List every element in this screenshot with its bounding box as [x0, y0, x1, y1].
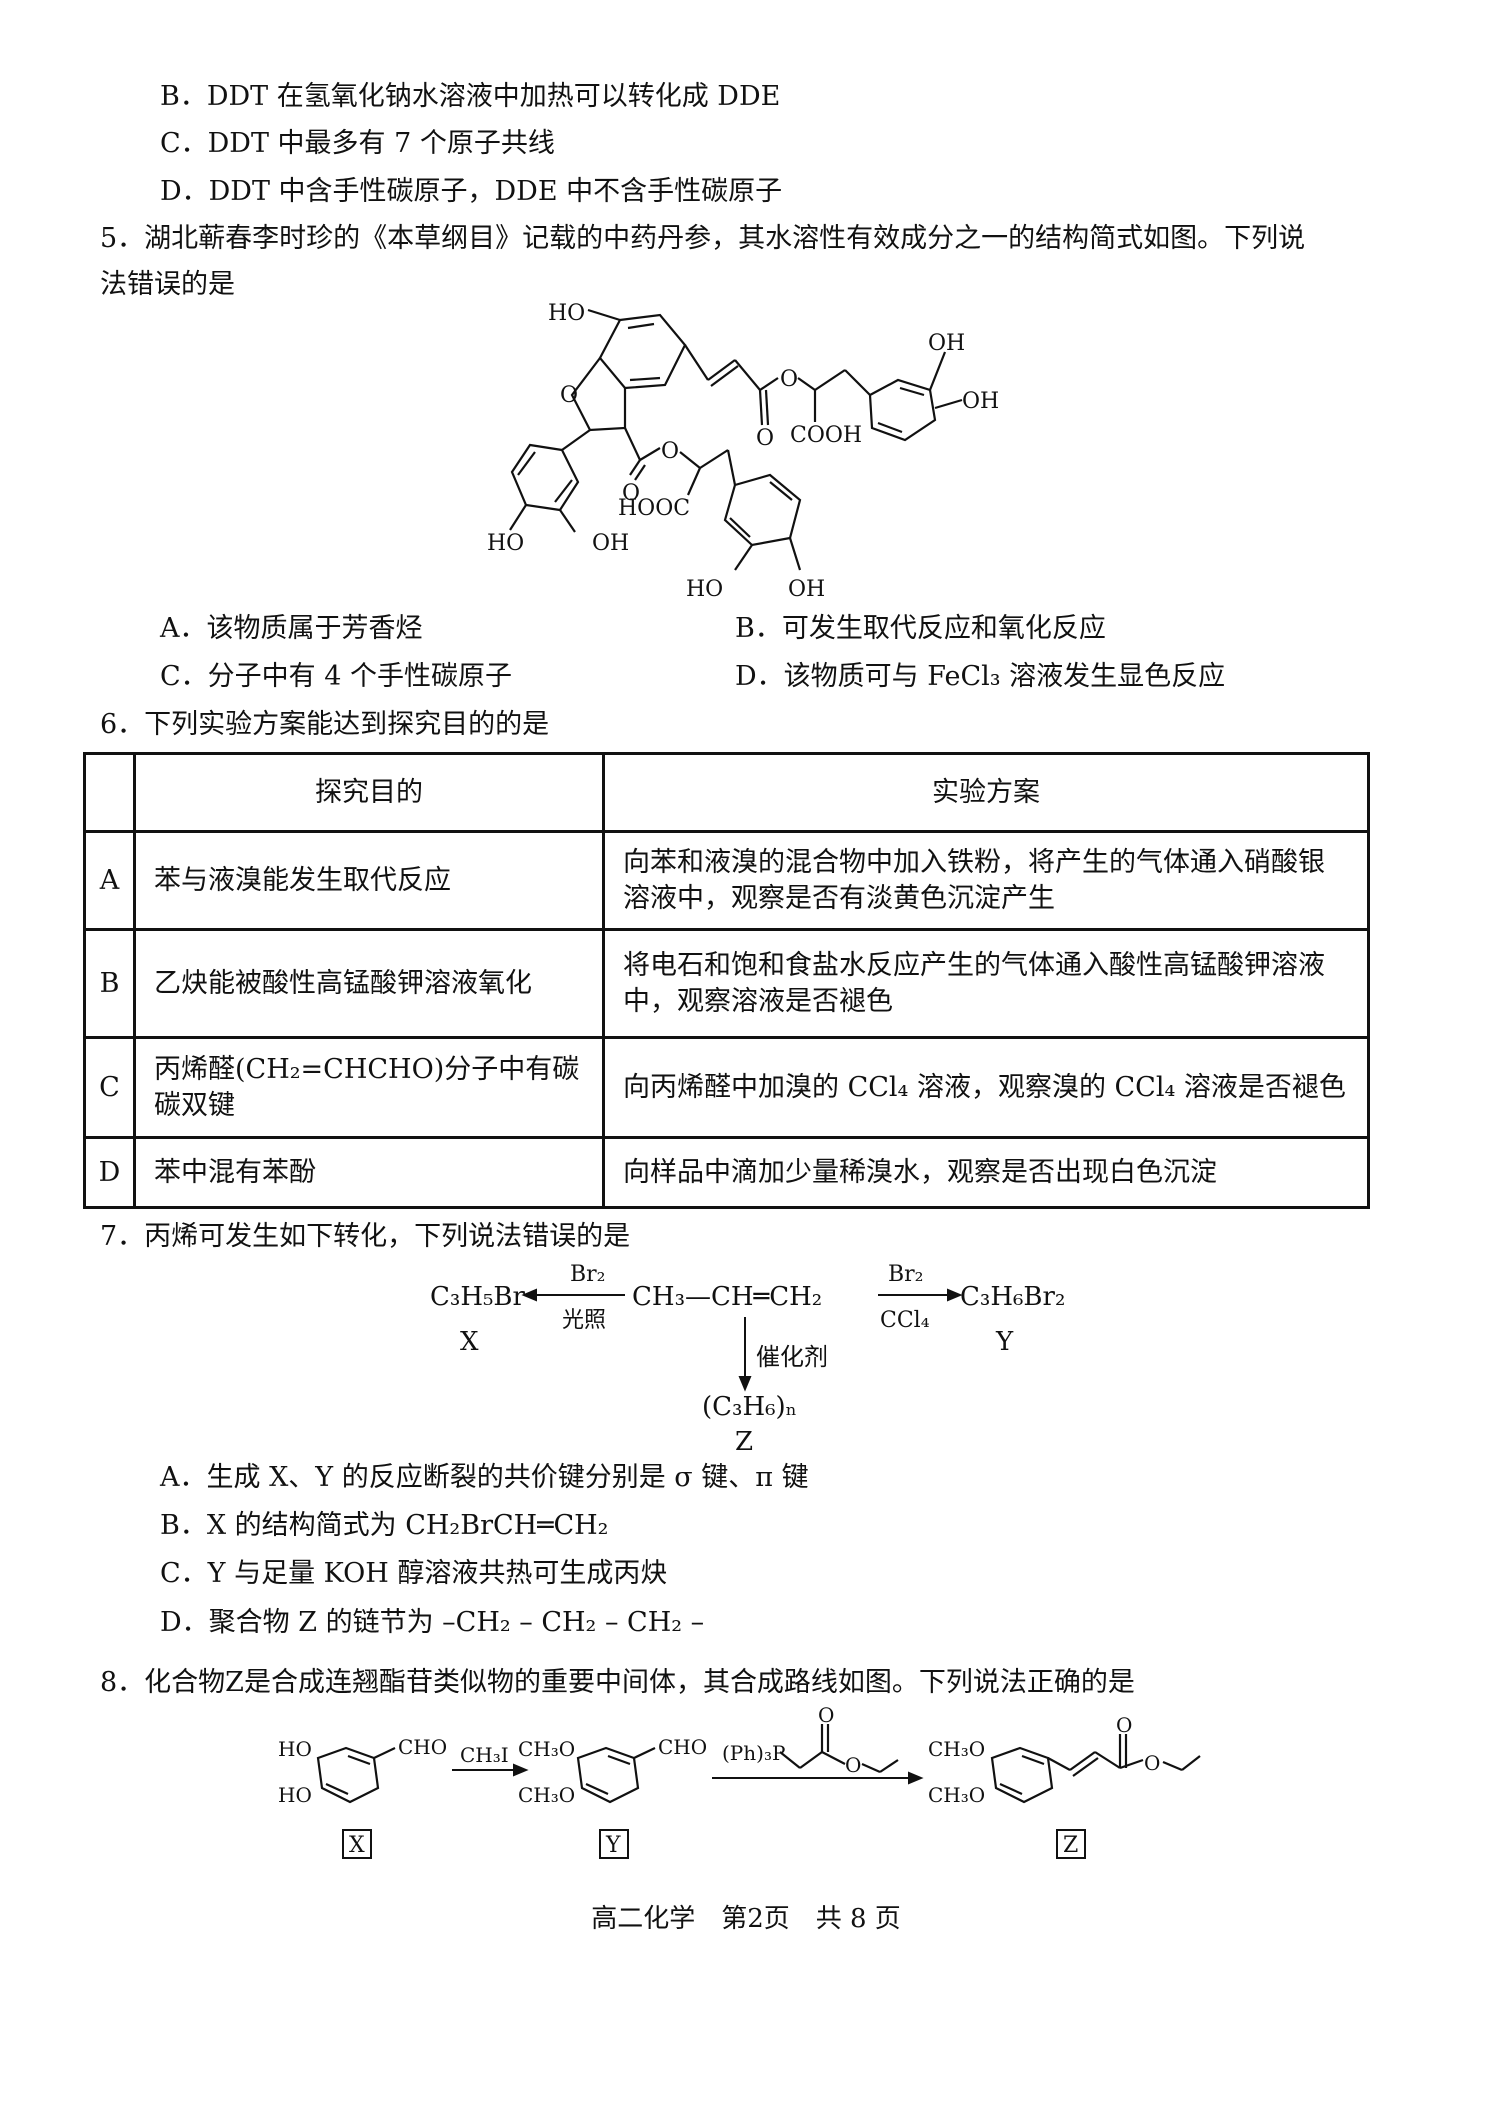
arrow-down-head: [738, 1376, 752, 1392]
catalyst-condition: 催化剂: [756, 1343, 828, 1371]
q5-option-b: B．可发生取代反应和氧化反应: [735, 613, 1106, 644]
propene-formula: CH₃—CH═CH₂: [632, 1282, 822, 1312]
x-ho-2: HO: [278, 1783, 312, 1807]
box-z-frame: [1056, 1829, 1086, 1859]
row-key: C: [83, 1036, 136, 1139]
br2-left: Br₂: [570, 1262, 606, 1287]
y-cho: CHO: [658, 1735, 707, 1759]
box-x-frame: [342, 1829, 372, 1859]
z-o-carbonyl: O: [1116, 1713, 1132, 1737]
x-formula: C₃H₅Br: [430, 1282, 526, 1312]
row-key: A: [83, 830, 136, 931]
arrow-1-head: [513, 1763, 529, 1777]
reagent-ph3p: (Ph)₃P: [722, 1741, 785, 1765]
box-x-label: X: [349, 1833, 365, 1858]
y-och3-2: CH₃O: [518, 1783, 575, 1807]
label-oh-2: OH: [962, 389, 999, 414]
q7-option-d: D．聚合物 Z 的链节为 –CH₂ – CH₂ – CH₂ –: [160, 1607, 705, 1638]
lower-catechol-ring: [723, 473, 802, 547]
z-formula: (C₃H₆)ₙ: [702, 1392, 797, 1422]
light-condition: 光照: [562, 1308, 606, 1333]
label-cooh: COOH: [790, 423, 862, 448]
row-key: D: [83, 1136, 136, 1209]
row-plan: 将电石和饱和食盐水反应产生的气体通入酸性高锰酸钾溶液中，观察溶液是否褪色: [602, 928, 1370, 1039]
table-header-blank: [83, 752, 136, 833]
table-row: C 丙烯醛(CH₂=CHCHO)分子中有碳碳双键 向丙烯醛中加溴的 CCl₄ 溶…: [83, 1036, 1370, 1139]
q6-experiment-table: 探究目的 实验方案 A 苯与液溴能发生取代反应 向苯和液溴的混合物中加入铁粉，将…: [83, 752, 1370, 1209]
q7-reaction-scheme: C₃H₅Br X Br₂ 光照 CH₃—CH═CH₂ Br₂ CCl₄ C₃H₆…: [430, 1262, 1065, 1457]
label-ho-top: HO: [548, 301, 585, 326]
q5-option-d: D．该物质可与 FeCl₃ 溶液发生显色反应: [735, 661, 1226, 692]
row-purpose: 乙炔能被酸性高锰酸钾溶液氧化: [133, 928, 605, 1039]
reagent-o: O: [818, 1703, 834, 1727]
label-o-carbonyl1: O: [756, 426, 774, 451]
label-ring-o: O: [560, 383, 578, 408]
table-row: A 苯与液溴能发生取代反应 向苯和液溴的混合物中加入铁粉，将产生的气体通入硝酸银…: [83, 830, 1370, 931]
label-ho-bottom: HO: [686, 577, 723, 602]
x-benzene-ring: [316, 1746, 380, 1804]
y-benzene-ring: [576, 1746, 640, 1804]
table-header-row: 探究目的 实验方案: [83, 752, 1370, 833]
reagent-o-ester: O: [845, 1753, 861, 1777]
q4-option-d: D．DDT 中含手性碳原子，DDE 中不含手性碳原子: [160, 176, 783, 207]
q7-stem: 7．丙烯可发生如下转化，下列说法错误的是: [100, 1221, 631, 1252]
row-key: B: [83, 928, 136, 1039]
z-label: Z: [735, 1427, 753, 1457]
box-y-frame: [599, 1829, 629, 1859]
page-footer: 高二化学 第2页 共 8 页: [591, 1904, 901, 1934]
row-purpose: 苯中混有苯酚: [133, 1136, 605, 1209]
x-cho: CHO: [398, 1735, 447, 1759]
x-label: X: [460, 1327, 479, 1357]
row-purpose: 苯与液溴能发生取代反应: [133, 830, 605, 931]
arrow-right-head: [947, 1288, 963, 1302]
q7-option-a: A．生成 X、Y 的反应断裂的共价键分别是 σ 键、π 键: [160, 1462, 809, 1493]
table-row: B 乙炔能被酸性高锰酸钾溶液氧化 将电石和饱和食盐水反应产生的气体通入酸性高锰酸…: [83, 928, 1370, 1039]
label-o-ester1: O: [780, 367, 798, 392]
label-ho-left: HO: [487, 531, 524, 556]
br2-right: Br₂: [888, 1262, 924, 1287]
y-label: Y: [995, 1327, 1014, 1357]
z-och3-1: CH₃O: [928, 1737, 985, 1761]
q8-synthesis-route: HO HO CHO CH₃I CH₃O CH₃O CHO (Ph)₃P O O …: [278, 1703, 1201, 1859]
label-o-ester2: O: [661, 439, 679, 464]
y-och3-1: CH₃O: [518, 1737, 575, 1761]
row-plan: 向丙烯醛中加溴的 CCl₄ 溶液，观察溴的 CCl₄ 溶液是否褪色: [602, 1036, 1370, 1139]
z-o-ester: O: [1144, 1751, 1160, 1775]
q7-option-c: C．Y 与足量 KOH 醇溶液共热可生成丙炔: [160, 1558, 668, 1589]
row-plan: 向样品中滴加少量稀溴水，观察是否出现白色沉淀: [602, 1136, 1370, 1209]
arrow-2-head: [908, 1771, 924, 1785]
reagent-ch3i: CH₃I: [460, 1743, 509, 1767]
label-hooc: HOOC: [618, 496, 690, 521]
label-oh-left: OH: [592, 531, 629, 556]
q8-stem: 8．化合物Z是合成连翘酯苷类似物的重要中间体，其合成路线如图。下列说法正确的是: [100, 1667, 1135, 1698]
row-purpose: 丙烯醛(CH₂=CHCHO)分子中有碳碳双键: [133, 1036, 605, 1139]
ccl4-condition: CCl₄: [880, 1308, 930, 1333]
q4-option-c: C．DDT 中最多有 7 个原子共线: [160, 128, 555, 159]
q7-option-b: B．X 的结构简式为 CH₂BrCH═CH₂: [160, 1510, 609, 1541]
q4-option-b: B．DDT 在氢氧化钠水溶液中加热可以转化成 DDE: [160, 81, 781, 112]
row-plan: 向苯和液溴的混合物中加入铁粉，将产生的气体通入硝酸银溶液中，观察是否有淡黄色沉淀…: [602, 830, 1370, 931]
q5-stem-line1: 5．湖北蕲春李时珍的《本草纲目》记载的中药丹参，其水溶性有效成分之一的结构简式如…: [100, 223, 1306, 254]
left-catechol-ring: [510, 443, 580, 512]
q5-option-c: C．分子中有 4 个手性碳原子: [160, 661, 513, 692]
x-ho-1: HO: [278, 1737, 312, 1761]
table-header-plan: 实验方案: [602, 752, 1370, 833]
q5-stem-line2: 法错误的是: [100, 269, 235, 300]
table-header-purpose: 探究目的: [133, 752, 605, 833]
label-o-carbonyl2: O: [622, 481, 640, 506]
q5-option-a: A．该物质属于芳香烃: [160, 613, 423, 644]
right-catechol-ring: [868, 378, 937, 442]
z-och3-2: CH₃O: [928, 1783, 985, 1807]
z-benzene-ring: [990, 1746, 1054, 1804]
label-oh-1: OH: [928, 331, 965, 356]
box-y-label: Y: [605, 1833, 621, 1858]
q6-stem: 6．下列实验方案能达到探究目的的是: [100, 709, 550, 740]
box-z-label: Z: [1063, 1833, 1078, 1858]
table-row: D 苯中混有苯酚 向样品中滴加少量稀溴水，观察是否出现白色沉淀: [83, 1136, 1370, 1209]
label-oh-bottom: OH: [788, 577, 825, 602]
q5-structure-diagram: HO O OH OH O O COOH O O HOOC HO OH HO OH: [487, 301, 999, 602]
arrow-left-head: [521, 1288, 537, 1302]
y-formula: C₃H₆Br₂: [960, 1282, 1065, 1312]
